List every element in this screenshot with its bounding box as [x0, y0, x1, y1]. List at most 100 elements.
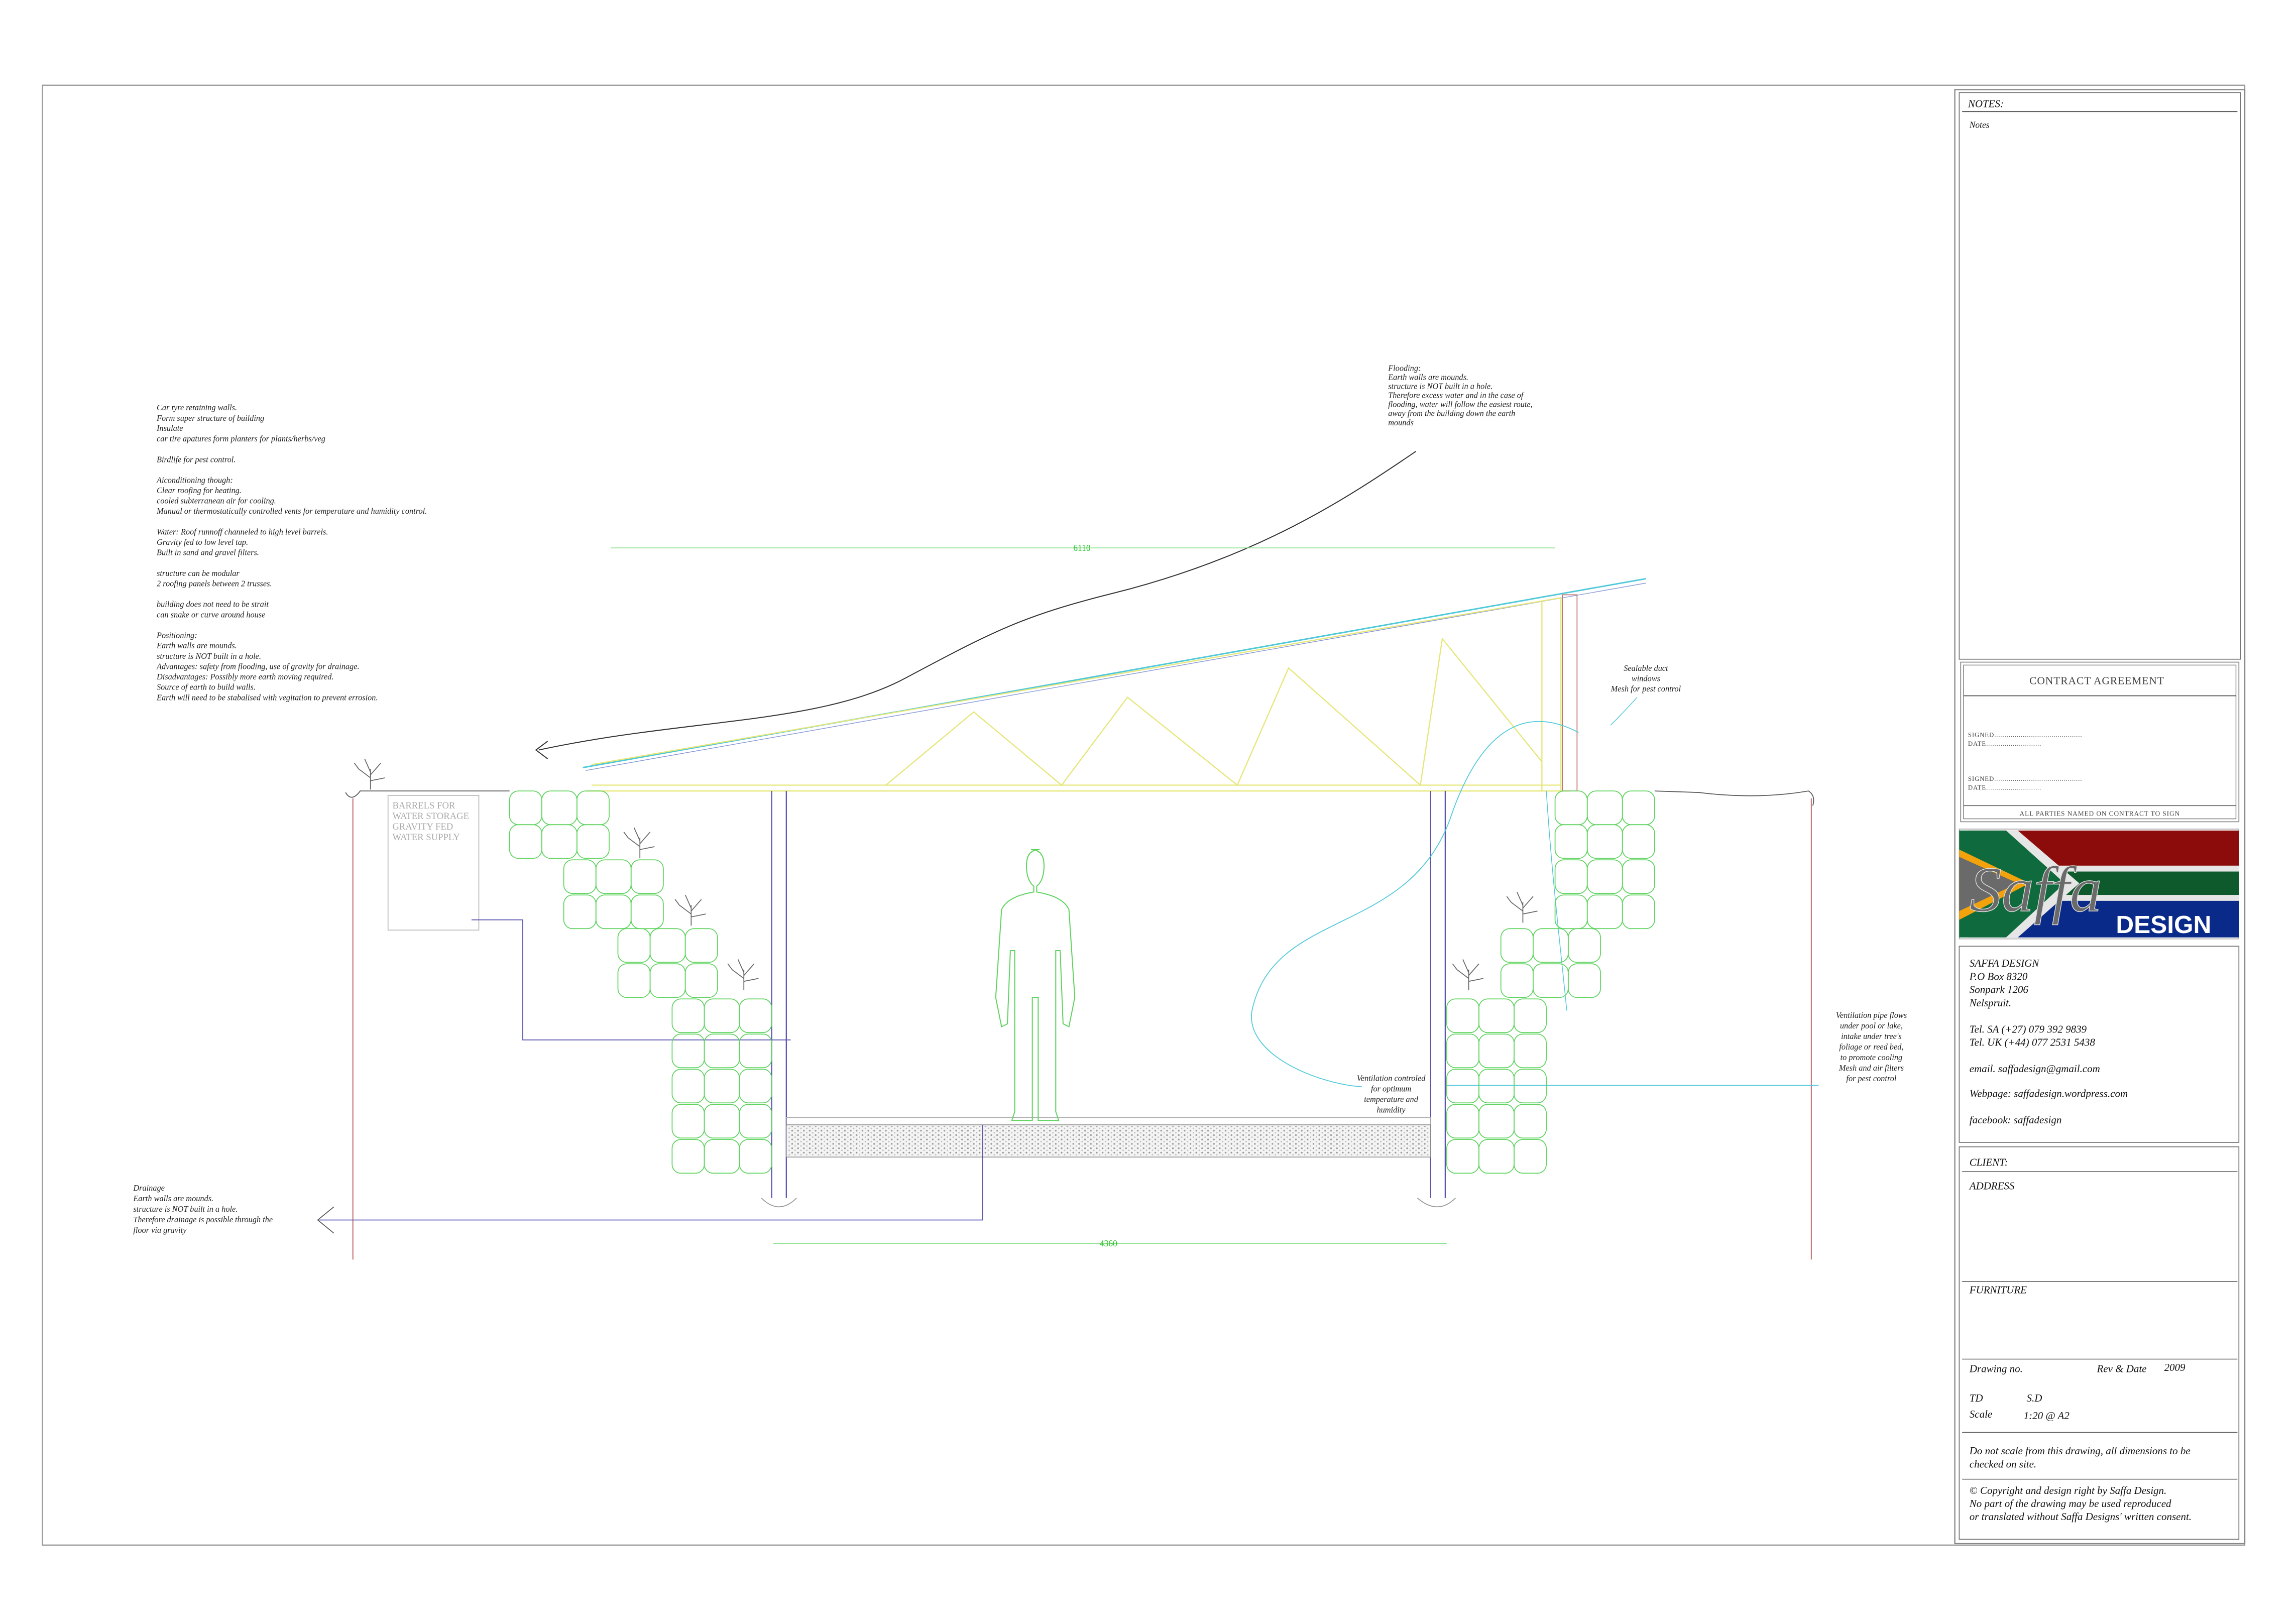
gravel-fill: [787, 1126, 1429, 1156]
note-line: Manual or thermostatically controlled ve…: [156, 506, 427, 516]
roof-truss: [586, 597, 1570, 792]
tyre: [1478, 1139, 1515, 1174]
company-email[interactable]: email. saffadesign@gmail.com: [1970, 1063, 2100, 1075]
tyre: [671, 1139, 705, 1174]
tyre: [1554, 894, 1588, 930]
company-tel-sa: Tel. SA (+27) 079 392 9839: [1970, 1023, 2087, 1035]
date-line-2: DATE...........................: [1968, 784, 2041, 791]
note-line: Mesh for pest control: [1611, 684, 1681, 693]
tyre: [1532, 963, 1569, 998]
tyre: [1446, 998, 1479, 1033]
client-label: CLIENT:: [1970, 1156, 2008, 1169]
note-line: flooding, water will follow the easiest …: [1388, 400, 1533, 409]
notes-text: Notes: [1969, 120, 1990, 130]
duct-window-frame: [1562, 594, 1578, 792]
note-line: to promote cooling: [1841, 1053, 1903, 1062]
ventilation-pipe-curve: [1251, 721, 1579, 1088]
dimension-floor: 4360: [1100, 1238, 1117, 1248]
note-line: Mesh and air filters: [1839, 1063, 1904, 1073]
plant-icon: [354, 758, 386, 790]
tyre: [541, 790, 578, 826]
note-line: foliage or reed bed,: [1839, 1042, 1903, 1052]
tyre: [563, 859, 597, 894]
note-line: Water: Roof runnoff channeled to high le…: [157, 527, 328, 536]
drawing-no-label: Drawing no.: [1969, 1363, 2023, 1375]
tyre: [563, 894, 597, 930]
scale-value: 1:20 @ A2: [2024, 1410, 2070, 1422]
flood-flow-curve: [538, 450, 1417, 751]
tyre: [617, 963, 651, 998]
tyre: [1514, 1104, 1547, 1139]
note-line: windows: [1632, 673, 1660, 683]
td-value: S.D: [2026, 1392, 2042, 1404]
tyre: [630, 894, 664, 930]
tyre: [1586, 859, 1623, 894]
tyre: [1586, 790, 1623, 826]
tyre: [1446, 1139, 1479, 1174]
note-line: 2 roofing panels between 2 trusses.: [157, 579, 272, 589]
tyre: [1478, 998, 1515, 1033]
tyre: [1446, 1104, 1479, 1139]
note-line: building does not need to be strait: [157, 600, 269, 609]
drain-pipe: [319, 1124, 983, 1221]
notes-flooding: Flooding:Earth walls are mounds.structur…: [1388, 363, 1533, 427]
note-line: car tire apatures form planters for plan…: [157, 434, 325, 443]
tyre: [1586, 894, 1623, 930]
contract-inner-box: [1963, 664, 2237, 820]
tyre: [595, 859, 632, 894]
contract-footer: ALL PARTIES NAMED ON CONTRACT TO SIGN: [2019, 810, 2180, 818]
company-tel-uk: Tel. UK (+44) 077 2531 5438: [1970, 1036, 2096, 1049]
tyre: [1478, 1033, 1515, 1069]
tyre: [1567, 963, 1601, 998]
furniture-label: FURNITURE: [1969, 1284, 2027, 1296]
note-line: Source of earth to build walls.: [157, 682, 256, 692]
disclaimer-line-1: Do not scale from this drawing, all dime…: [1969, 1445, 2191, 1457]
tyre: [1446, 1033, 1479, 1069]
tyre: [704, 1069, 740, 1104]
tyre: [541, 824, 578, 859]
note-line: Earth walls are mounds.: [156, 641, 237, 650]
plant-icon: [674, 894, 706, 926]
flood-arrow-head: [535, 741, 548, 759]
tyre: [1567, 928, 1601, 963]
notes-box: [1959, 92, 2241, 660]
tyre: [1622, 894, 1655, 930]
tyre: [1622, 824, 1655, 859]
note-line: Gravity fed to low level tap.: [157, 537, 248, 547]
note-line: Sealable duct: [1624, 663, 1668, 673]
tyre: [739, 1104, 772, 1139]
tyre: [576, 824, 610, 859]
tyre: [671, 1069, 705, 1104]
note-line: away from the building down the earth: [1388, 409, 1515, 418]
planter-plants: [354, 758, 1538, 990]
copyright-line-3: or translated without Saffa Designs' wri…: [1970, 1511, 2192, 1523]
tyre: [595, 894, 632, 930]
tyre: [1478, 1104, 1515, 1139]
company-webpage[interactable]: Webpage: saffadesign.wordpress.com: [1970, 1088, 2128, 1100]
ventilation-pipe-curve-2: [1546, 791, 1567, 1011]
drain-arrow-head: [317, 1206, 334, 1234]
note-line: for optimum: [1371, 1084, 1411, 1094]
company-city: Nelspruit.: [1969, 997, 2011, 1009]
tyre: [704, 1104, 740, 1139]
note-line: under pool or lake,: [1840, 1021, 1903, 1030]
tyre: [617, 928, 651, 963]
notes-design: Car tyre retaining walls.Form super stru…: [156, 403, 427, 702]
tyre: [684, 928, 718, 963]
title-block-border: [1954, 89, 2246, 1545]
company-name: SAFFA DESIGN: [1970, 957, 2040, 969]
company-facebook[interactable]: facebook: saffadesign: [1970, 1114, 2062, 1126]
water-supply-pipe: [471, 919, 791, 1040]
tyre: [509, 824, 542, 859]
tyre: [1514, 1069, 1547, 1104]
company-po-box: P.O Box 8320: [1969, 970, 2028, 982]
plant-icon: [1506, 892, 1538, 923]
barrel-label-line: BARRELS FOR: [392, 800, 455, 811]
note-line: structure is NOT built in a hole.: [133, 1204, 238, 1214]
note-line: Form super structure of building: [156, 413, 264, 423]
note-line: temperature and: [1364, 1094, 1419, 1104]
